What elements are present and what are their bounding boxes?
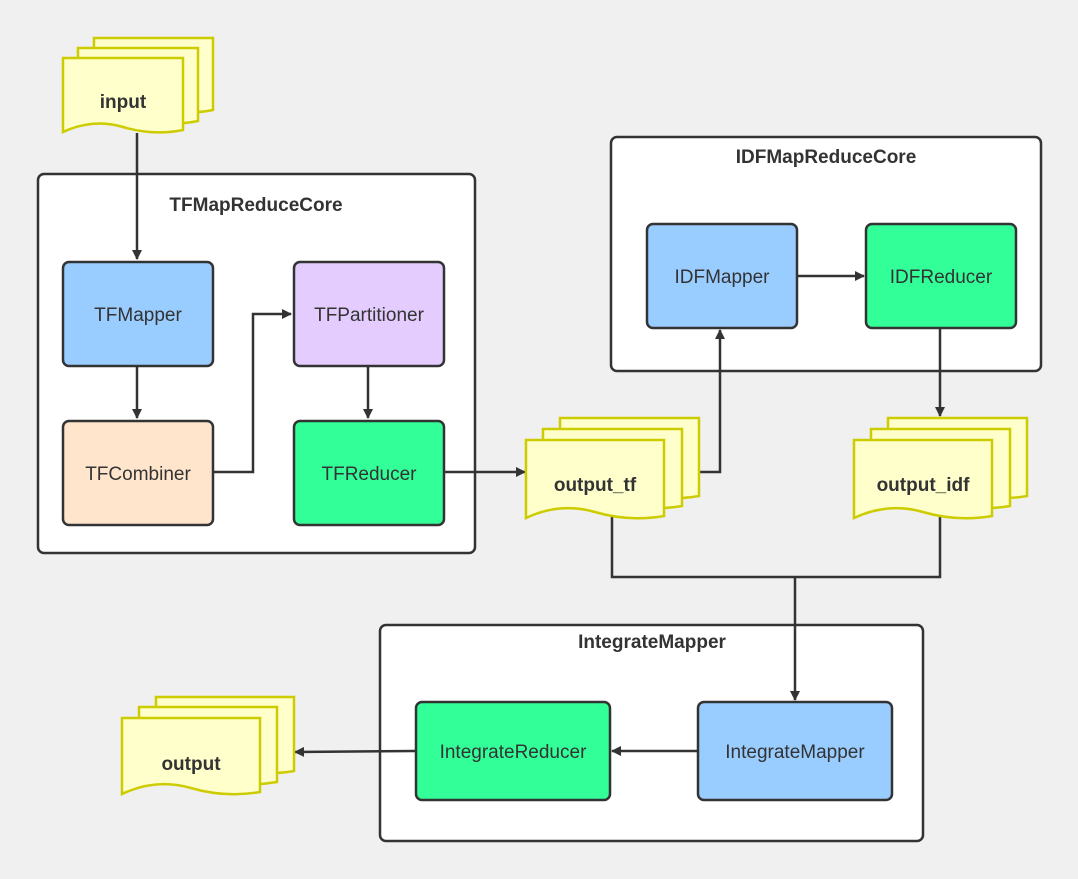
tf-reducer-label: TFReducer [321, 464, 417, 485]
tf-reducer-node[interactable]: TFReducer [292, 419, 446, 527]
output-document[interactable]: output [120, 695, 296, 796]
edge-output-tf-to-idfmapper [700, 329, 725, 474]
integrate-mapper-label: IntegrateMapper [725, 742, 865, 763]
integrate-mapper-node[interactable]: IntegrateMapper [696, 700, 894, 802]
idf-mapper-node[interactable]: IDFMapper [645, 222, 799, 330]
tf-mapreduce-core-title: TFMapReduceCore [169, 195, 342, 216]
edge-integratereducer-to-output [294, 746, 416, 757]
idf-mapper-label: IDFMapper [674, 267, 770, 288]
idf-mapreduce-core-title: IDFMapReduceCore [736, 147, 917, 168]
output-document-label: output [161, 754, 221, 775]
integrate-reducer-node[interactable]: IntegrateReducer [414, 700, 612, 802]
idf-reducer-label: IDFReducer [890, 267, 993, 288]
tf-mapper-node[interactable]: TFMapper [61, 260, 215, 368]
tf-mapper-label: TFMapper [94, 305, 182, 326]
tf-combiner-node[interactable]: TFCombiner [61, 419, 215, 527]
integrate-reducer-label: IntegrateReducer [440, 742, 587, 763]
input-document[interactable]: input [61, 36, 215, 134]
tf-partitioner-label: TFPartitioner [314, 305, 424, 326]
integrate-mapper-container-title: IntegrateMapper [578, 632, 726, 653]
edge-outputs-to-integratemapper [610, 516, 942, 700]
edge-tfcombiner-to-tfpartitioner [214, 309, 292, 474]
tf-partitioner-node[interactable]: TFPartitioner [292, 260, 446, 368]
input-document-label: input [100, 92, 147, 113]
output-tf-document-label: output_tf [554, 475, 637, 496]
output-tf-document[interactable]: output_tf [524, 416, 701, 520]
output-idf-document[interactable]: output_idf [852, 416, 1029, 520]
tf-combiner-label: TFCombiner [85, 464, 191, 485]
output-idf-document-label: output_idf [877, 475, 971, 496]
idf-reducer-node[interactable]: IDFReducer [864, 222, 1018, 330]
edges [132, 133, 945, 757]
